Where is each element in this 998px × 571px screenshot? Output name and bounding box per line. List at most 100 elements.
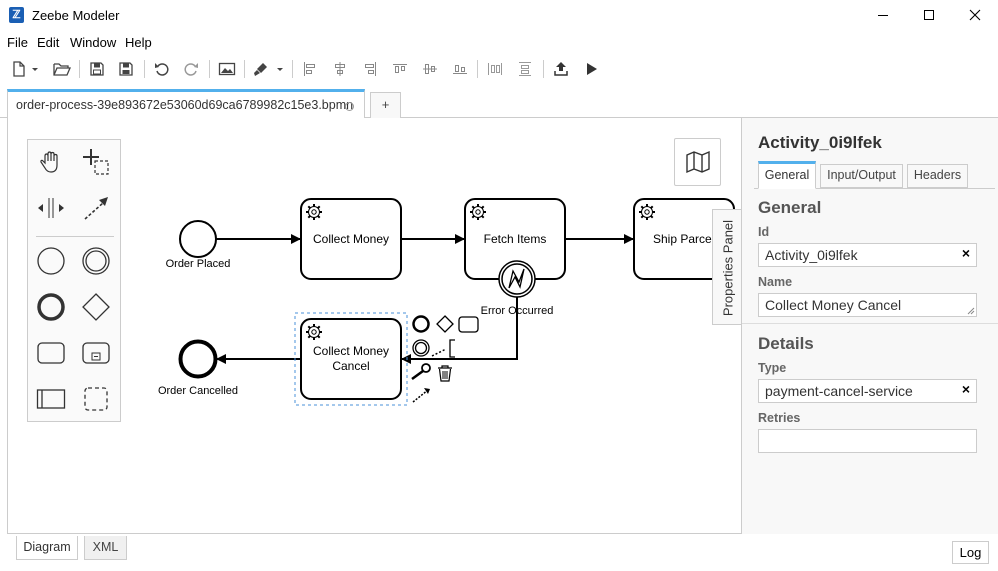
- retries-field[interactable]: [758, 429, 977, 453]
- start-event-label: Order Placed: [166, 258, 231, 270]
- end-event[interactable]: [178, 339, 218, 379]
- unsaved-indicator-icon: [345, 102, 354, 111]
- deploy-icon: [554, 62, 568, 76]
- save-icon: [90, 62, 104, 76]
- create-subprocess[interactable]: [76, 333, 116, 373]
- boundary-error-event[interactable]: [498, 260, 536, 298]
- maximize-icon: [924, 10, 934, 20]
- name-field[interactable]: Collect Money Cancel: [758, 293, 977, 317]
- append-task-icon[interactable]: [458, 316, 479, 333]
- selection-outline: [294, 312, 408, 406]
- text-annotation-icon[interactable]: [431, 339, 455, 358]
- task-icon: [37, 342, 65, 364]
- tab-xml[interactable]: XML: [84, 536, 127, 560]
- align-middle-button[interactable]: [418, 58, 442, 80]
- resize-handle-icon: [967, 307, 975, 315]
- align-left-icon: [304, 62, 315, 76]
- open-file-button[interactable]: [50, 58, 74, 80]
- task-collect-money-cancel[interactable]: [300, 318, 402, 400]
- canvas[interactable]: [7, 118, 998, 534]
- context-pad: [411, 315, 479, 403]
- hand-tool[interactable]: [31, 142, 71, 182]
- align-bottom-button[interactable]: [448, 58, 472, 80]
- group-icon: [84, 387, 108, 411]
- align-right-button[interactable]: [358, 58, 382, 80]
- close-button[interactable]: [952, 0, 998, 30]
- properties-panel-toggle[interactable]: Properties Panel: [712, 209, 742, 325]
- delete-trash-icon[interactable]: [438, 365, 452, 382]
- subprocess-icon: [82, 342, 110, 364]
- add-tab-button[interactable]: +: [370, 92, 401, 118]
- hand-tool-icon: [40, 151, 58, 173]
- tab-file[interactable]: order-process-39e893672e53060d69ca678998…: [7, 89, 365, 118]
- export-image-button[interactable]: [215, 58, 239, 80]
- clear-icon[interactable]: ×: [961, 381, 970, 397]
- create-end-event[interactable]: [31, 287, 71, 327]
- minimize-button[interactable]: [860, 0, 906, 30]
- distribute-vertical-button[interactable]: [513, 58, 537, 80]
- type-label: Type: [758, 361, 787, 375]
- type-field[interactable]: payment-cancel-service ×: [758, 379, 977, 403]
- tab-input-output[interactable]: Input/Output: [820, 164, 903, 188]
- save-as-icon: [119, 62, 133, 76]
- end-event-label: Order Cancelled: [158, 385, 238, 397]
- append-gateway-icon[interactable]: [436, 315, 454, 333]
- log-button[interactable]: Log: [952, 541, 989, 564]
- start-instance-button[interactable]: [579, 58, 603, 80]
- start-event[interactable]: [179, 220, 217, 258]
- redo-button[interactable]: [179, 58, 203, 80]
- change-type-wrench-icon[interactable]: [411, 363, 431, 381]
- type-field-value: payment-cancel-service: [765, 383, 913, 399]
- space-tool[interactable]: [31, 188, 71, 228]
- create-pool[interactable]: [31, 379, 71, 419]
- task-fetch-items-label: Fetch Items: [484, 232, 547, 246]
- name-field-value: Collect Money Cancel: [765, 297, 902, 313]
- distribute-vertical-icon: [519, 62, 531, 76]
- tab-general[interactable]: General: [758, 161, 816, 189]
- undo-button[interactable]: [150, 58, 174, 80]
- save-button[interactable]: [85, 58, 109, 80]
- deploy-button[interactable]: [549, 58, 573, 80]
- align-bottom-icon: [453, 65, 467, 74]
- new-file-button[interactable]: [8, 58, 42, 80]
- create-group[interactable]: [76, 379, 116, 419]
- end-event-icon: [37, 293, 65, 321]
- window-title: Zeebe Modeler: [32, 8, 120, 23]
- create-intermediate-event[interactable]: [76, 241, 116, 281]
- tab-diagram[interactable]: Diagram: [16, 536, 78, 560]
- minimap-toggle-button[interactable]: [674, 138, 721, 186]
- new-file-icon: [13, 61, 38, 77]
- maximize-button[interactable]: [906, 0, 952, 30]
- color-button[interactable]: [250, 58, 286, 80]
- create-start-event[interactable]: [31, 241, 71, 281]
- intermediate-event-icon: [82, 247, 110, 275]
- start-instance-icon: [587, 63, 597, 75]
- create-gateway[interactable]: [76, 287, 116, 327]
- align-left-button[interactable]: [298, 58, 322, 80]
- distribute-horizontal-button[interactable]: [483, 58, 507, 80]
- menu-help[interactable]: Help: [125, 35, 152, 50]
- id-field[interactable]: Activity_0i9lfek ×: [758, 243, 977, 267]
- align-center-button[interactable]: [328, 58, 352, 80]
- title-bar: ℤ Zeebe Modeler: [0, 0, 998, 30]
- task-collect-money[interactable]: [300, 198, 402, 280]
- align-center-icon: [335, 62, 345, 76]
- properties-panel: Activity_0i9lfek General Input/Output He…: [741, 118, 998, 534]
- connect-arrow-icon[interactable]: [412, 388, 430, 403]
- menu-window[interactable]: Window: [70, 35, 117, 50]
- menu-bar: File Edit Window Help: [0, 31, 998, 53]
- export-image-icon: [218, 62, 236, 76]
- group-details-title: Details: [758, 334, 814, 353]
- menu-file[interactable]: File: [7, 35, 28, 50]
- sequence-flow[interactable]: [401, 297, 518, 364]
- minimize-icon: [878, 15, 888, 16]
- menu-edit[interactable]: Edit: [37, 35, 60, 50]
- create-task[interactable]: [31, 333, 71, 373]
- align-top-button[interactable]: [388, 58, 412, 80]
- append-end-event-icon[interactable]: [412, 315, 430, 333]
- global-connect-tool[interactable]: [76, 188, 116, 228]
- tab-headers[interactable]: Headers: [907, 164, 968, 188]
- lasso-tool[interactable]: [76, 142, 116, 182]
- clear-icon[interactable]: ×: [961, 245, 970, 261]
- save-as-button[interactable]: [114, 58, 138, 80]
